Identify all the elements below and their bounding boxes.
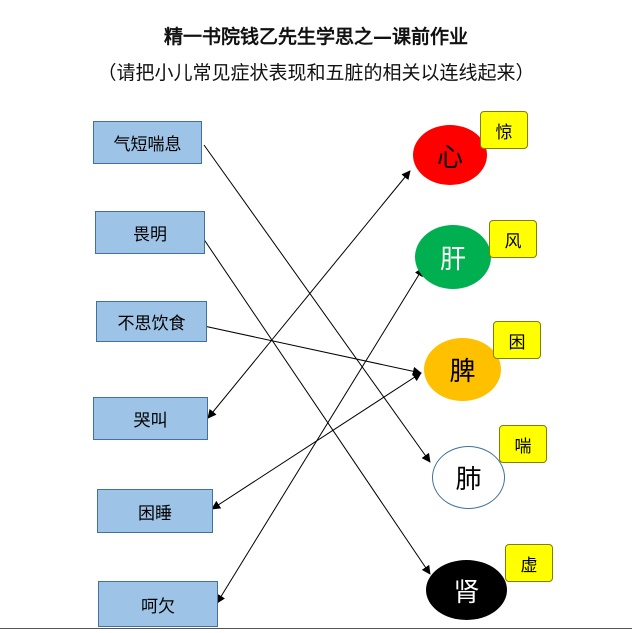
symptom-box-yawning: 呵欠 [98,581,218,627]
organ-tag-kidney: 虚 [505,544,553,582]
symptom-box-crying: 哭叫 [93,397,208,440]
organ-tag-liver: 风 [489,220,537,258]
organ-circle-heart: 心 [413,125,487,185]
organ-tag-lung: 喘 [499,425,547,463]
bottom-border [0,628,632,629]
symptom-box-shortness-of-breath: 气短喘息 [93,121,202,164]
connection-line-1 [202,237,431,575]
symptom-box-no-appetite: 不思饮食 [96,301,207,342]
connection-line-5 [216,267,424,604]
diagram-subtitle: （请把小儿常见症状表现和五脏的相关以连线起来） [97,62,535,84]
organ-tag-spleen: 困 [493,321,541,359]
symptom-box-photophobia: 畏明 [95,211,205,254]
connection-line-2 [189,322,422,376]
organ-circle-liver: 肝 [415,225,491,289]
diagram-title: 精一书院钱乙先生学思之—课前作业 [163,26,468,48]
organ-circle-spleen: 脾 [424,338,501,401]
organ-circle-kidney: 肾 [426,560,507,620]
connection-line-0 [203,144,431,463]
organ-circle-lung: 肺 [432,446,505,509]
symptom-box-sleepiness: 困睡 [97,489,213,533]
connection-line-3 [207,170,411,419]
organ-tag-heart: 惊 [480,111,528,149]
